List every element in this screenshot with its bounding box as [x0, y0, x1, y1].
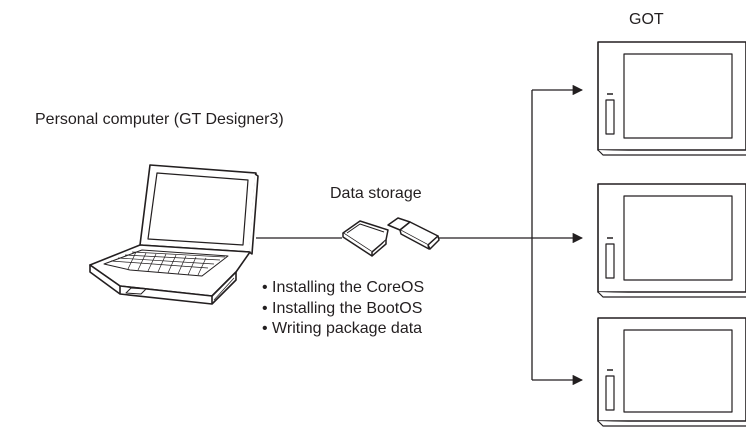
list-item: • Installing the CoreOS: [262, 279, 425, 296]
pc-label: Personal computer (GT Designer3): [35, 111, 284, 128]
got-display-icon: [597, 317, 746, 427]
usb-drive-icon: [387, 217, 440, 250]
list-item: • Writing package data: [262, 320, 423, 337]
laptop-icon: [89, 164, 259, 305]
got-display-icon: [597, 183, 746, 298]
sd-card-icon: [342, 220, 389, 257]
got-label: GOT: [629, 11, 664, 28]
operations-list: • Installing the CoreOS • Installing the…: [262, 278, 424, 340]
list-item: • Installing the BootOS: [262, 299, 423, 317]
data-storage-label: Data storage: [330, 185, 422, 202]
got-display-icon: [597, 41, 746, 156]
